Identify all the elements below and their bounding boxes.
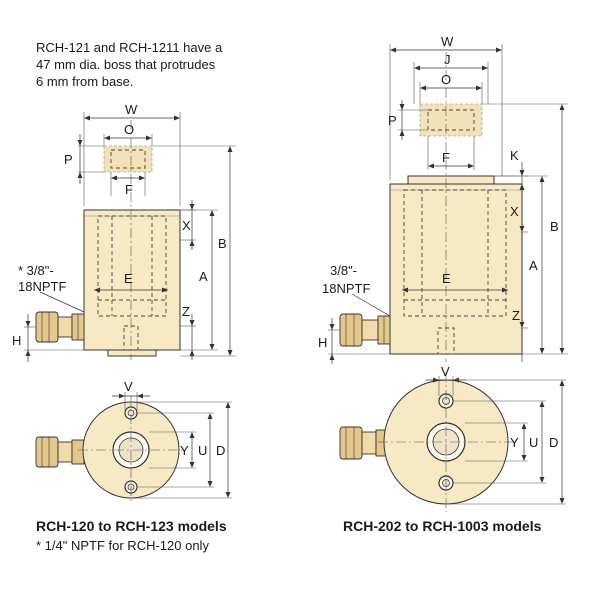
right-cylinder-body: [389, 183, 523, 355]
right-top-label-y: Y: [510, 435, 519, 450]
left-top-fitting-hidden: [110, 149, 146, 169]
right-top-label-v: V: [441, 364, 450, 379]
left-label-z: Z: [182, 304, 190, 319]
left-top-label-v: V: [124, 379, 133, 394]
left-label-f: F: [125, 182, 133, 197]
left-label-e: E: [124, 271, 133, 286]
right-models-caption: RCH-202 to RCH-1003 models: [343, 518, 542, 534]
left-label-w: W: [125, 102, 138, 117]
left-port-label-line-1: * 3/8"-: [18, 263, 54, 278]
right-port-label-line-2: 18NPTF: [322, 281, 370, 296]
left-cylinder-body: [83, 209, 181, 351]
right-top-fitting-hidden: [427, 109, 475, 131]
left-label-h: H: [12, 333, 21, 348]
left-label-b: B: [218, 236, 227, 251]
right-top-label-u: U: [529, 435, 538, 450]
right-label-p: P: [388, 113, 397, 128]
left-top-label-d: D: [216, 443, 225, 458]
left-port-stem: [57, 316, 73, 338]
right-top-fitting-ghost: [419, 103, 483, 137]
left-models-footnote: * 1/4" NPTF for RCH-120 only: [36, 538, 209, 553]
boss-note-line-3: 6 mm from base.: [36, 74, 134, 89]
left-side-view: W O P F X B A E Z H * 3/8"- 18NPTF: [12, 102, 236, 362]
right-label-b: B: [550, 219, 559, 234]
right-port-stem: [361, 319, 379, 341]
left-top-view: V Y U D: [35, 379, 232, 504]
left-label-p: P: [64, 152, 73, 167]
left-bottom-boss: [107, 349, 157, 357]
left-top-label-y: Y: [180, 443, 189, 458]
right-label-a: A: [529, 258, 538, 273]
right-label-z: Z: [512, 308, 520, 323]
left-models-caption: RCH-120 to RCH-123 models: [36, 518, 227, 534]
right-bore-hidden: [403, 189, 507, 317]
left-port-label-line-2: 18NPTF: [18, 279, 66, 294]
right-side-view: W J O P F K X B A E Z H 3/8"- 18NPTF: [318, 34, 568, 364]
right-label-h: H: [318, 335, 327, 350]
right-top-port-nut: [339, 426, 363, 460]
left-label-x: X: [182, 218, 191, 233]
right-top-label-d: D: [549, 435, 558, 450]
right-port-nut: [339, 313, 363, 347]
right-label-w: W: [441, 34, 454, 49]
right-label-e: E: [442, 271, 451, 286]
boss-note-line-1: RCH-121 and RCH-1211 have a: [36, 40, 223, 55]
left-port-nut: [35, 311, 59, 343]
right-label-f: F: [442, 150, 450, 165]
right-label-j: J: [444, 52, 451, 67]
left-label-o: O: [124, 122, 134, 137]
right-top-view: V Y U D: [339, 364, 566, 512]
boss-note-line-2: 47 mm dia. boss that protrudes: [36, 57, 216, 72]
right-label-x: X: [510, 204, 519, 219]
left-label-a: A: [199, 269, 208, 284]
right-port-label-line-1: 3/8"-: [330, 263, 357, 278]
right-label-k: K: [510, 148, 519, 163]
left-top-port-nut: [35, 436, 59, 468]
right-label-o: O: [441, 72, 451, 87]
right-body-cap: [407, 175, 495, 185]
left-top-label-u: U: [198, 443, 207, 458]
